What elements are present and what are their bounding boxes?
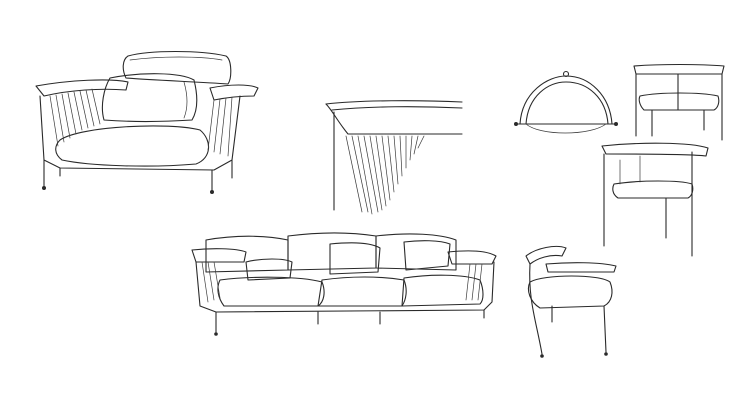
lounge-chair-sketch: [525, 245, 617, 358]
dome-lamp-sketch: [514, 70, 618, 134]
dining-chair-side-sketch: [601, 142, 709, 257]
frame-detail-sketch: [325, 100, 463, 215]
armchair-sketch: [35, 50, 259, 194]
sofa-sketch: [191, 232, 497, 336]
dining-chair-front-sketch: [633, 63, 725, 141]
